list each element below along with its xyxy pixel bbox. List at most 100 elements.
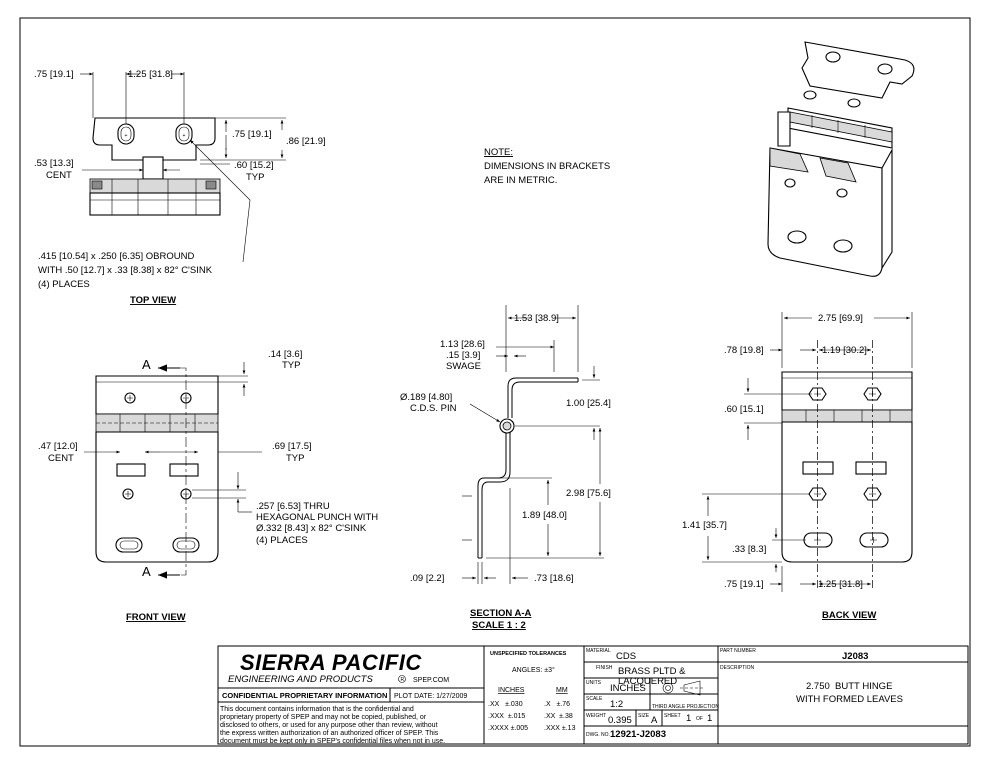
front-view-title: FRONT VIEW [126,612,186,623]
front-dim-014: .14 [3.6] [268,349,302,360]
back-dim-033: .33 [8.3] [732,544,766,555]
section-title: SECTION A-A [470,608,532,619]
section-dim-298: 2.98 [75.6] [566,488,611,499]
section-scale: SCALE 1 : 2 [472,620,526,631]
units-label: UNITS [586,680,602,686]
size-label: SIZE [638,713,650,719]
finish-line1: BRASS PLTD & [618,666,686,677]
part-number: J2083 [842,651,868,662]
section-dim-113: 1.13 [28.6] [440,339,485,350]
plot-date: PLOT DATE: 1/27/2009 [394,693,467,700]
scale-label: SCALE [586,696,603,702]
of-label: OF [696,716,703,722]
top-note-line3: (4) PLACES [38,279,90,290]
front-punch-line2: HEXAGONAL PUNCH WITH [256,512,378,523]
front-dim-047: .47 [12.0] [38,441,78,452]
back-dim-075: .75 [19.1] [724,579,764,590]
section-dim-153: 1.53 [38.9] [514,313,559,324]
section-pin-label: C.D.S. PIN [410,403,457,414]
company-name: SIERRA PACIFIC [240,650,422,675]
back-view-lower-leaf [781,421,913,563]
units-value: INCHES [610,683,646,694]
material-value: CDS [616,651,636,662]
tolerances-angles: ANGLES: ±3° [512,666,555,674]
section-dim-189: 1.89 [48.0] [522,510,567,521]
svg-text:+: + [183,133,186,139]
size-value: A [651,715,658,726]
part-number-label: PART NUMBER [720,648,756,654]
tolerances-heading: UNSPECIFIED TOLERANCES [490,651,567,657]
back-dim-119: 1.19 [30.2] [822,345,867,356]
section-dim-100: 1.00 [25.4] [566,398,611,409]
isometric-view [767,41,915,277]
top-note-line2: WITH .50 [12.7] x .33 [8.38] x 82° C'SIN… [38,265,213,276]
section-dim-009: .09 [2.2] [410,573,444,584]
front-dim-069: .69 [17.5] [272,441,312,452]
tolerances-inches: INCHES [498,687,525,694]
back-dim-141: 1.41 [35.7] [682,520,727,531]
top-typ: TYP [246,172,264,183]
top-dim-060: .60 [15.2] [234,160,274,171]
description-label: DESCRIPTION [720,665,755,671]
finish-label: FINISH [596,665,613,671]
top-view-leaf [92,117,216,161]
disclaimer-2: proprietary property of SPEP and may not… [220,714,427,721]
disclaimer-1: This document contains information that … [220,706,414,713]
material-label: MATERIAL [586,648,611,654]
top-view-title: TOP VIEW [130,295,176,306]
top-dim-086: .86 [21.9] [286,136,326,147]
top-view: + + .75 [19.1] 1.25 [31.8] .75 [19.1] [34,69,326,306]
section-profile [477,377,579,559]
back-dim-060: .60 [15.1] [724,404,764,415]
sheet-border [19,17,971,747]
note-line1: DIMENSIONS IN BRACKETS [484,161,610,172]
disclaimer-4: the express written authorization of an … [220,730,439,737]
title-block: SIERRA PACIFIC ENGINEERING AND PRODUCTS … [217,645,969,745]
section-view: 1.53 [38.9] 1.13 [28.6] .15 [3.9] SWAGE … [400,305,611,631]
tol-row1-mm: .X ±.76 [544,701,570,708]
front-punch-line4: (4) PLACES [256,535,308,546]
top-cent: CENT [46,170,72,181]
front-punch-line3: Ø.332 [8.43] x 82° C'SINK [256,523,367,534]
description-line2: WITH FORMED LEAVES [796,694,903,705]
front-cent: CENT [48,453,74,464]
projection-label: THIRD ANGLE PROJECTION [652,704,719,710]
front-punch-line1: .257 [6.53] THRU [256,501,330,512]
third-angle-projection-icon [662,680,704,696]
section-marker-top: A [142,357,151,372]
back-dim-125: 1.25 [31.8] [818,579,863,590]
top-note-line1: .415 [10.54] x .250 [6.35] OBROUND [38,251,194,262]
scale-value: 1:2 [610,699,623,710]
sheet-label: SHEET [664,713,681,719]
sheet-value: 1 [686,713,691,724]
section-swage: SWAGE [446,361,481,372]
weight-value: 0.395 [608,715,632,726]
top-dim-053: .53 [13.3] [34,158,74,169]
finish-line2: LACQUERED [618,676,677,687]
dwg-label: DWG. NO. [586,732,610,738]
section-marker-bottom: A [142,564,151,579]
weight-label: WEIGHT [586,713,606,719]
registered-mark [398,675,406,683]
back-view-title: BACK VIEW [822,610,876,621]
back-view: 2.75 [69.9] .78 [19.8] 1.19 [30.2] .60 [… [682,312,913,621]
sheet-total: 1 [707,713,712,724]
front-view-lower-leaf [95,431,219,563]
front-typ-2: TYP [286,453,304,464]
top-dim-075: .75 [19.1] [34,69,74,80]
company-sub: ENGINEERING AND PRODUCTS [228,674,373,685]
tol-row2-mm: .XX ±.38 [544,713,573,720]
section-pin-dim: Ø.189 [4.80] [400,392,452,403]
note-line2: ARE IN METRIC. [484,175,557,186]
dwg-number: 12921-J2083 [610,729,666,740]
general-note: NOTE: DIMENSIONS IN BRACKETS ARE IN METR… [484,147,610,186]
tolerances-mm: MM [556,687,568,694]
back-dim-275: 2.75 [69.9] [818,313,863,324]
note-heading: NOTE: [484,147,513,158]
tol-row1-in: .XX ±.030 [488,701,523,708]
section-dim-073: .73 [18.6] [534,573,574,584]
top-view-knuckles [89,178,221,194]
disclaimer-5: document must be kept only in SPEP's con… [220,738,445,745]
registered-letter: R [401,677,405,683]
